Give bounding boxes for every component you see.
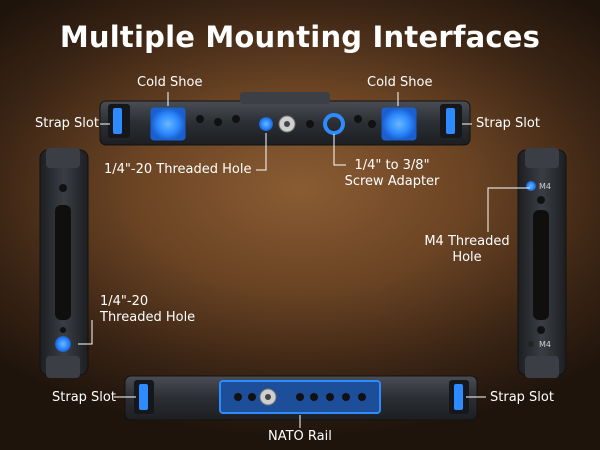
bottom-mount-plate bbox=[124, 375, 478, 421]
strap-slot-top-right-highlight bbox=[446, 108, 455, 134]
m4-hole-highlight bbox=[526, 181, 536, 191]
label-strap-slot-bottom-left: Strap Slot bbox=[52, 390, 116, 405]
label-threaded-hole-left-line2: Threaded Hole bbox=[100, 310, 196, 325]
strap-slot-bottom-left-highlight bbox=[139, 384, 148, 410]
label-cold-shoe-right: Cold Shoe bbox=[367, 75, 433, 90]
page-title: Multiple Mounting Interfaces bbox=[59, 20, 541, 54]
label-screw-adapter: 1/4" to 3/8" Screw Adapter bbox=[340, 158, 444, 190]
label-screw-adapter-line1: 1/4" to 3/8" bbox=[354, 158, 430, 173]
left-side-plate bbox=[39, 148, 89, 378]
threaded-hole-left-highlight bbox=[55, 336, 71, 352]
label-m4-line1: M4 Threaded bbox=[424, 234, 510, 249]
label-threaded-hole-top: 1/4"-20 Threaded Hole bbox=[104, 162, 252, 177]
m4-engraving-bottom: M4 bbox=[539, 340, 551, 349]
top-mount-plate bbox=[99, 92, 471, 146]
label-screw-adapter-line2: Screw Adapter bbox=[344, 174, 440, 189]
label-cold-shoe-left: Cold Shoe bbox=[137, 75, 203, 90]
label-m4-line2: Hole bbox=[452, 250, 482, 265]
label-strap-slot-top-right: Strap Slot bbox=[476, 116, 540, 131]
callout-lines bbox=[78, 92, 530, 428]
threaded-hole-top-highlight bbox=[259, 117, 273, 131]
screw-adapter-highlight bbox=[323, 113, 345, 135]
cold-shoe-left-highlight bbox=[150, 107, 186, 141]
cold-shoe-right-highlight bbox=[381, 107, 417, 141]
strap-slot-bottom-right-highlight bbox=[454, 384, 463, 410]
strap-slot-top-left-highlight bbox=[113, 108, 122, 134]
label-m4-threaded-hole: M4 Threaded Hole bbox=[417, 234, 517, 266]
label-nato-rail: NATO Rail bbox=[268, 429, 332, 444]
label-threaded-hole-left: 1/4"-20 Threaded Hole bbox=[100, 294, 195, 326]
m4-engraving-top: M4 bbox=[539, 182, 551, 191]
label-strap-slot-top-left: Strap Slot bbox=[35, 116, 99, 131]
label-strap-slot-bottom-right: Strap Slot bbox=[490, 390, 554, 405]
right-side-plate bbox=[517, 148, 567, 378]
label-threaded-hole-left-line1: 1/4"-20 bbox=[100, 294, 149, 309]
